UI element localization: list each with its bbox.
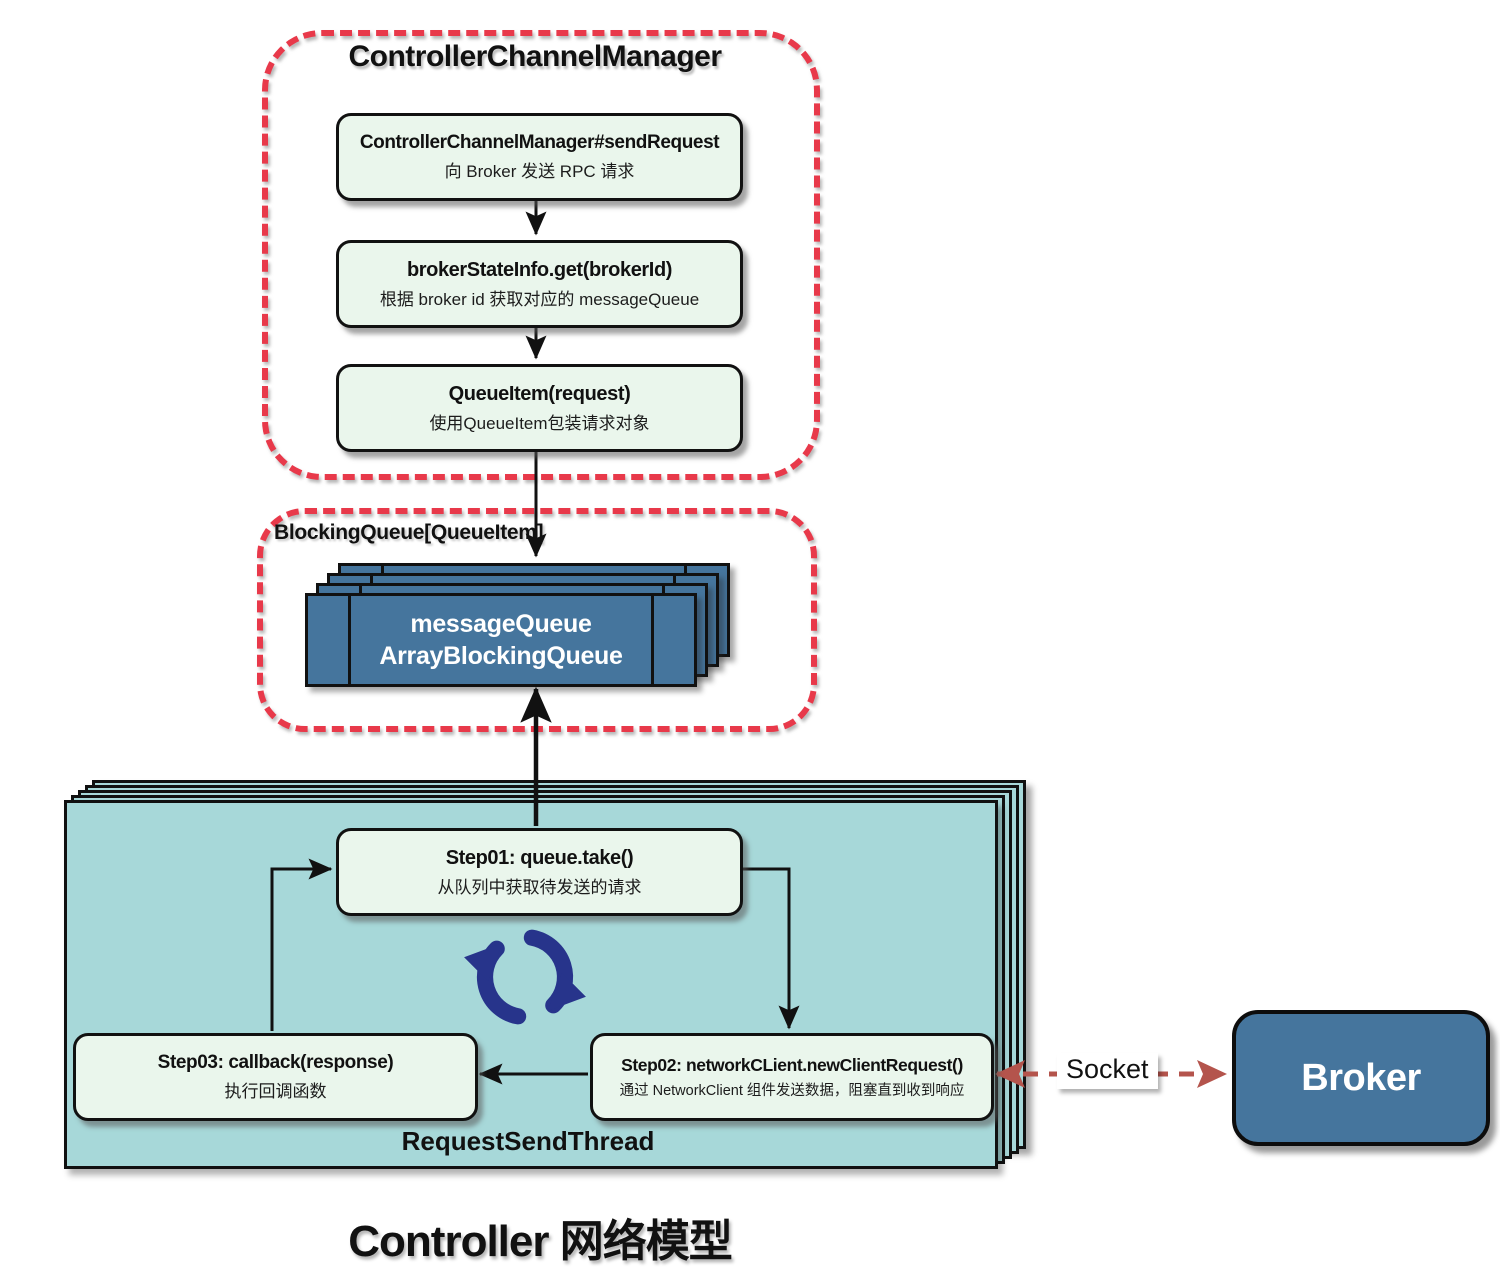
broker-label: Broker	[1301, 1056, 1421, 1099]
broker-box: Broker	[1232, 1010, 1490, 1146]
step01-box: Step01: queue.take() 从队列中获取待发送的请求	[336, 828, 743, 916]
step03-title: Step03: callback(response)	[157, 1052, 394, 1073]
controller-channel-manager-container	[262, 30, 820, 480]
socket-label: Socket	[1057, 1053, 1158, 1089]
broker-state-info-desc: 根据 broker id 获取对应的 messageQueue	[379, 289, 700, 309]
queue-item-box: QueueItem(request) 使用QueueItem包装请求对象	[336, 364, 743, 452]
broker-state-info-title: brokerStateInfo.get(brokerId)	[406, 258, 673, 281]
message-queue-text: messageQueue ArrayBlockingQueue	[308, 596, 694, 684]
message-queue-name: messageQueue	[410, 609, 592, 638]
step01-desc: 从队列中获取待发送的请求	[437, 877, 642, 897]
diagram-title: Controller 网络模型	[348, 1217, 732, 1266]
loop-cycle-icon	[464, 929, 586, 1025]
queue-item-title: QueueItem(request)	[448, 382, 631, 405]
step03-box: Step03: callback(response) 执行回调函数	[73, 1033, 478, 1121]
step02-box: Step02: networkCLient.newClientRequest()…	[590, 1033, 994, 1121]
send-request-desc: 向 Broker 发送 RPC 请求	[444, 162, 635, 181]
queue-item-desc: 使用QueueItem包装请求对象	[429, 413, 650, 433]
step02-title: Step02: networkCLient.newClientRequest()	[621, 1054, 963, 1075]
controller-channel-manager-label: ControllerChannelManager	[348, 40, 722, 73]
send-request-box: ControllerChannelManager#sendRequest 向 B…	[336, 113, 743, 201]
step01-title: Step01: queue.take()	[445, 846, 634, 869]
broker-state-info-box: brokerStateInfo.get(brokerId) 根据 broker …	[336, 240, 743, 328]
request-send-thread-label: RequestSendThread	[401, 1126, 655, 1156]
send-request-title: ControllerChannelManager#sendRequest	[359, 132, 720, 153]
message-queue-front: messageQueue ArrayBlockingQueue	[305, 593, 697, 687]
step03-desc: 执行回调函数	[224, 1082, 327, 1101]
message-queue-type: ArrayBlockingQueue	[379, 642, 623, 670]
blocking-queue-label: BlockingQueue[QueueItem]	[274, 521, 544, 544]
step02-desc: 通过 NetworkClient 组件发送数据，阻塞直到收到响应	[619, 1082, 965, 1099]
